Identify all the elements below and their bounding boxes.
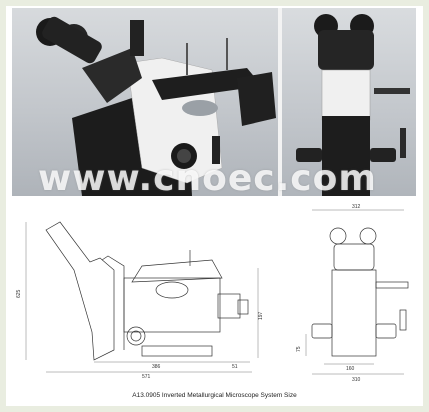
side-head-outline bbox=[45, 221, 115, 361]
dim-label-body-width: 386 bbox=[152, 364, 161, 370]
photo-divider bbox=[278, 8, 282, 196]
dim-label-front-top: 312 bbox=[352, 204, 361, 210]
front-knob-left bbox=[296, 148, 322, 162]
front-control bbox=[400, 128, 406, 158]
lamp-housing bbox=[237, 72, 276, 126]
dimension-drawing: 571 386 51 625 197 312 310 160 7 bbox=[16, 204, 409, 383]
watermark-text: www.cnoec.com bbox=[38, 158, 377, 196]
front-eyepiece-left-outline bbox=[329, 227, 347, 245]
side-knob-inner bbox=[130, 330, 142, 342]
binocular-head bbox=[82, 48, 142, 103]
front-body-white bbox=[321, 69, 371, 121]
front-stage bbox=[374, 88, 410, 94]
side-stage-outline bbox=[131, 259, 223, 283]
microscope-side-image bbox=[36, 16, 276, 196]
figure-caption: A13.0905 Inverted Metallurgical Microsco… bbox=[132, 392, 297, 399]
dim-label-stage-height: 197 bbox=[258, 311, 264, 320]
front-head-outline bbox=[333, 243, 375, 271]
dim-label-eyepiece-width: 51 bbox=[232, 364, 238, 370]
front-stage-outline bbox=[375, 281, 409, 289]
front-body-black bbox=[322, 116, 370, 196]
microscope-front-image bbox=[296, 14, 410, 196]
front-body-outline bbox=[331, 269, 377, 357]
stage-clip-left bbox=[186, 43, 188, 75]
camera-port bbox=[130, 20, 144, 56]
dim-label-front-base: 310 bbox=[352, 377, 361, 383]
product-photo: www.cnoec.com bbox=[12, 8, 416, 196]
stage-clip-right bbox=[226, 38, 228, 70]
front-knob-left-outline bbox=[311, 323, 333, 339]
dim-label-total-height: 625 bbox=[16, 289, 22, 298]
focus-knob-center bbox=[177, 149, 191, 163]
side-lamp-outline bbox=[217, 293, 241, 319]
dim-label-total-width: 571 bbox=[142, 374, 151, 380]
dim-label-front-mid: 160 bbox=[346, 366, 355, 372]
side-knob-outline bbox=[126, 326, 146, 346]
front-knob-right-outline bbox=[375, 323, 397, 339]
front-knob-right bbox=[370, 148, 396, 162]
stage-control bbox=[212, 136, 220, 164]
side-lamp-cap bbox=[237, 299, 249, 315]
front-eyepiece-right-outline bbox=[359, 227, 377, 245]
dim-label-front-small: 75 bbox=[296, 346, 302, 352]
side-frame-outline bbox=[123, 277, 221, 333]
side-turret-outline bbox=[155, 281, 189, 299]
photo-side-view bbox=[12, 8, 278, 196]
front-control-outline bbox=[399, 309, 407, 331]
technical-drawing: 571 386 51 625 197 312 310 160 7 bbox=[12, 200, 416, 384]
objective-turret bbox=[182, 100, 218, 116]
side-body-outline bbox=[101, 255, 125, 350]
stage bbox=[152, 68, 262, 100]
front-head bbox=[318, 30, 374, 70]
side-base-outline bbox=[141, 345, 213, 357]
eyepiece-tubes bbox=[42, 16, 102, 64]
photo-front-view bbox=[282, 8, 416, 196]
